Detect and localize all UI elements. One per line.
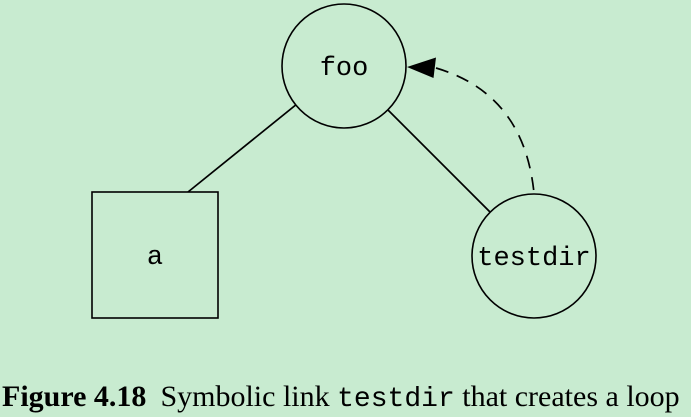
node-a <box>91 191 219 319</box>
node-foo-label: foo <box>320 54 369 84</box>
node-foo <box>281 3 407 129</box>
node-a-label: a <box>147 243 163 273</box>
node-testdir-label: testdir <box>477 244 590 274</box>
figure-caption: Figure 4.18 Symbolic link testdir that cr… <box>2 381 691 414</box>
figure-caption-text-after: that creates a loop <box>462 380 680 413</box>
figure-caption-text-before: Symbolic link <box>160 380 330 413</box>
figure-caption-code: testdir <box>337 384 455 415</box>
diagram-canvas: foo a testdir <box>91 3 597 319</box>
symlink-dashed-edge <box>435 67 535 194</box>
figure-caption-label: Figure 4.18 <box>2 380 147 413</box>
arrowhead-icon <box>407 57 436 78</box>
node-testdir <box>471 193 597 319</box>
